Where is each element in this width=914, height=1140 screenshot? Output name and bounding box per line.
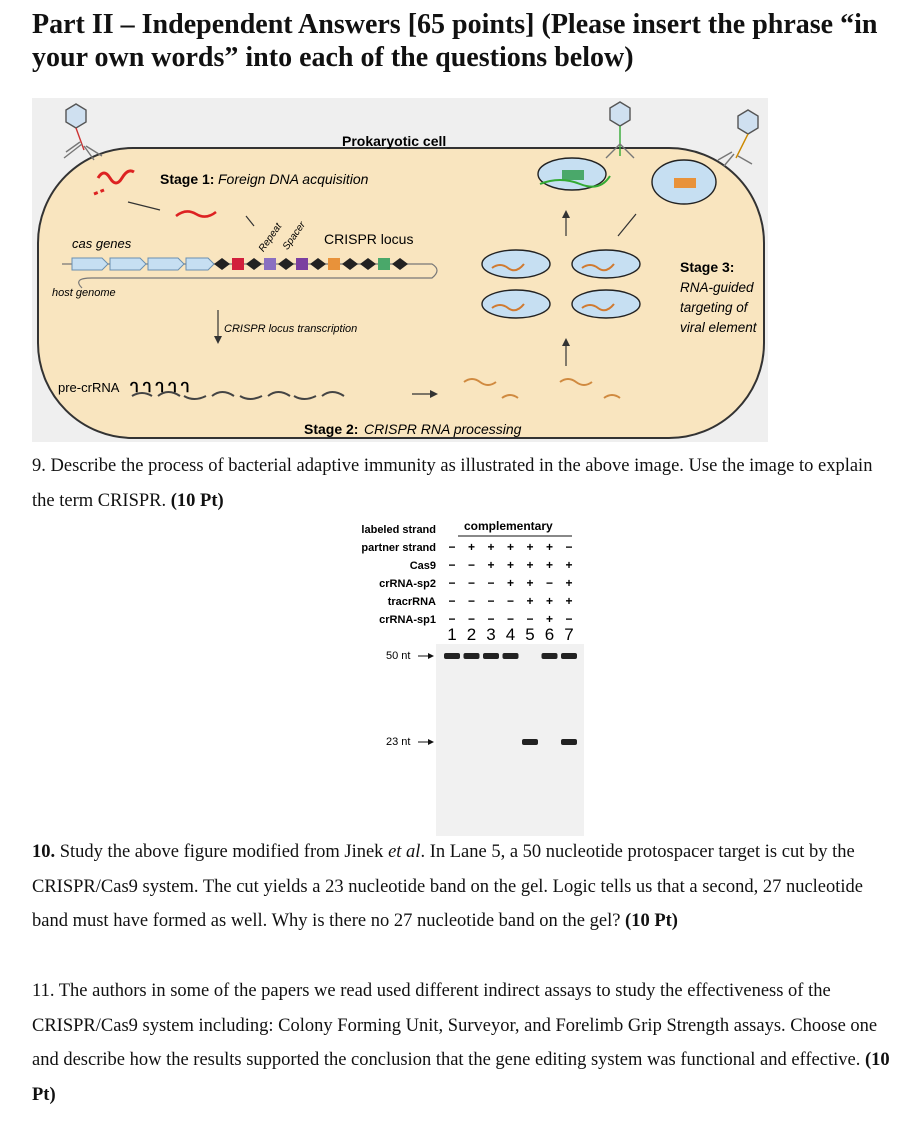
question-9: 9. Describe the process of bacterial ada… xyxy=(32,449,894,518)
gel-row-label: partner strand xyxy=(361,542,436,554)
gel-sign: + xyxy=(487,558,494,572)
gel-band-50nt xyxy=(463,653,480,659)
host-genome-label: host genome xyxy=(52,287,116,299)
gel-sign: − xyxy=(565,540,572,554)
gel-band-50nt xyxy=(541,653,558,659)
question-11: 11. The authors in some of the papers we… xyxy=(32,974,894,1112)
foreign-dna-icon xyxy=(96,169,135,185)
gel-lane-number: 3 xyxy=(486,625,495,644)
stage1-text: Foreign DNA acquisition xyxy=(218,171,369,187)
svg-text:ᒉ ᒉ ᒉ ᒉ ᒉ: ᒉ ᒉ ᒉ ᒉ ᒉ xyxy=(130,379,190,395)
question-11-points: (10 Pt) xyxy=(32,1050,890,1105)
gel-sign: + xyxy=(468,540,475,554)
crispr-transcription-label: CRISPR locus transcription xyxy=(224,323,357,335)
gel-sign: + xyxy=(546,540,553,554)
cas-complex-icon xyxy=(481,249,641,319)
gel-sign: − xyxy=(507,612,514,626)
gel-sign: − xyxy=(448,594,455,608)
gel-band-50nt xyxy=(561,653,577,659)
gel-sign: − xyxy=(468,558,475,572)
gel-sign: − xyxy=(448,540,455,554)
gel-sign: + xyxy=(507,558,514,572)
gel-lane-number: 5 xyxy=(525,625,534,644)
question-10-et-al: et al xyxy=(388,842,421,862)
gel-sign: + xyxy=(546,612,553,626)
gel-sign: − xyxy=(507,594,514,608)
gel-lane-number: 4 xyxy=(506,625,515,644)
phage-icon xyxy=(605,101,635,159)
crispr-immunity-figure: Prokaryotic cell Stage 1: Foreign DNA ac… xyxy=(32,98,768,442)
gel-sign: − xyxy=(448,612,455,626)
gel-sign: + xyxy=(565,594,572,608)
gel-sign: − xyxy=(487,576,494,590)
question-9-text: Describe the process of bacterial adapti… xyxy=(32,456,873,511)
phage-icon xyxy=(63,103,103,161)
stage3-line-2: targeting of xyxy=(680,300,749,315)
gel-sign: − xyxy=(526,612,533,626)
page-title: Part II – Independent Answers [65 points… xyxy=(32,9,878,73)
stage2-text: CRISPR RNA processing xyxy=(364,421,522,437)
gel-row-label: Cas9 xyxy=(410,560,436,572)
question-10-text-a: Study the above figure modified from Jin… xyxy=(59,842,384,862)
gel-sign: − xyxy=(468,576,475,590)
gel-lane-number: 6 xyxy=(545,625,554,644)
gel-sign: − xyxy=(448,558,455,572)
phage-icon xyxy=(717,109,759,167)
question-9-number: 9. xyxy=(32,456,46,476)
gel-sign: − xyxy=(468,612,475,626)
pre-crrna-icon xyxy=(131,391,345,400)
gel-sign: + xyxy=(507,540,514,554)
stage1-label: Stage 1: xyxy=(160,171,214,187)
stage3-line-1: RNA-guided xyxy=(680,280,754,295)
crispr-locus-label: CRISPR locus xyxy=(324,231,413,247)
gel-row-label: crRNA-sp1 xyxy=(379,614,436,626)
question-9-points: (10 Pt) xyxy=(170,490,224,511)
stage3-label: Stage 3: xyxy=(680,259,734,275)
gel-band-23nt xyxy=(561,739,577,745)
gel-sign: + xyxy=(526,558,533,572)
stage3-line-3: viral element xyxy=(680,320,758,335)
gel-sign: + xyxy=(565,558,572,572)
gel-sign: − xyxy=(565,612,572,626)
question-10: 10. Study the above figure modified from… xyxy=(32,835,894,939)
question-11-text: 11. The authors in some of the papers we… xyxy=(32,981,878,1070)
gel-sign: − xyxy=(468,594,475,608)
gel-sign: + xyxy=(526,540,533,554)
gel-figure: complementary labeled strand partner stra… xyxy=(340,516,590,836)
gel-image: complementary labeled strand partner stra… xyxy=(361,519,584,836)
gel-sign: + xyxy=(546,558,553,572)
question-10-points: (10 Pt) xyxy=(625,911,678,931)
gel-lane-number: 2 xyxy=(467,625,476,644)
gel-sign: − xyxy=(487,594,494,608)
cas-genes-label: cas genes xyxy=(72,236,132,251)
question-10-number: 10. xyxy=(32,842,56,862)
gel-sign: + xyxy=(487,540,494,554)
gel-band-23nt xyxy=(522,739,538,745)
gel-lane-number: 7 xyxy=(564,625,573,644)
question-10-text-b: . In Lane 5, a 50 nucleotide protospacer… xyxy=(32,842,863,931)
gel-band-50nt xyxy=(502,653,519,659)
gel-row-label: crRNA-sp2 xyxy=(379,578,436,590)
gel-sign: + xyxy=(546,594,553,608)
gel-header: complementary xyxy=(464,519,553,533)
gel-band-50nt xyxy=(483,653,499,659)
stage2-label: Stage 2: xyxy=(304,421,358,437)
gel-sign: + xyxy=(507,576,514,590)
gel-row-label: tracrRNA xyxy=(388,596,436,608)
pre-crrna-label: pre-crRNA xyxy=(58,380,120,395)
gel-sign: + xyxy=(565,576,572,590)
gel-sign: + xyxy=(526,594,533,608)
gel-sign: − xyxy=(487,612,494,626)
marker-23nt-label: 23 nt xyxy=(386,736,410,748)
marker-50nt-label: 50 nt xyxy=(386,650,410,662)
gel-lane-number: 1 xyxy=(447,625,456,644)
prokaryotic-cell-label: Prokaryotic cell xyxy=(342,133,446,149)
gel-row-label: labeled strand xyxy=(361,524,436,536)
gel-sign: − xyxy=(546,576,553,590)
gel-sign: − xyxy=(448,576,455,590)
gel-sign: + xyxy=(526,576,533,590)
gel-band-50nt xyxy=(444,653,460,659)
crispr-array-icon xyxy=(214,258,408,270)
cas-genes-icon xyxy=(71,257,215,271)
